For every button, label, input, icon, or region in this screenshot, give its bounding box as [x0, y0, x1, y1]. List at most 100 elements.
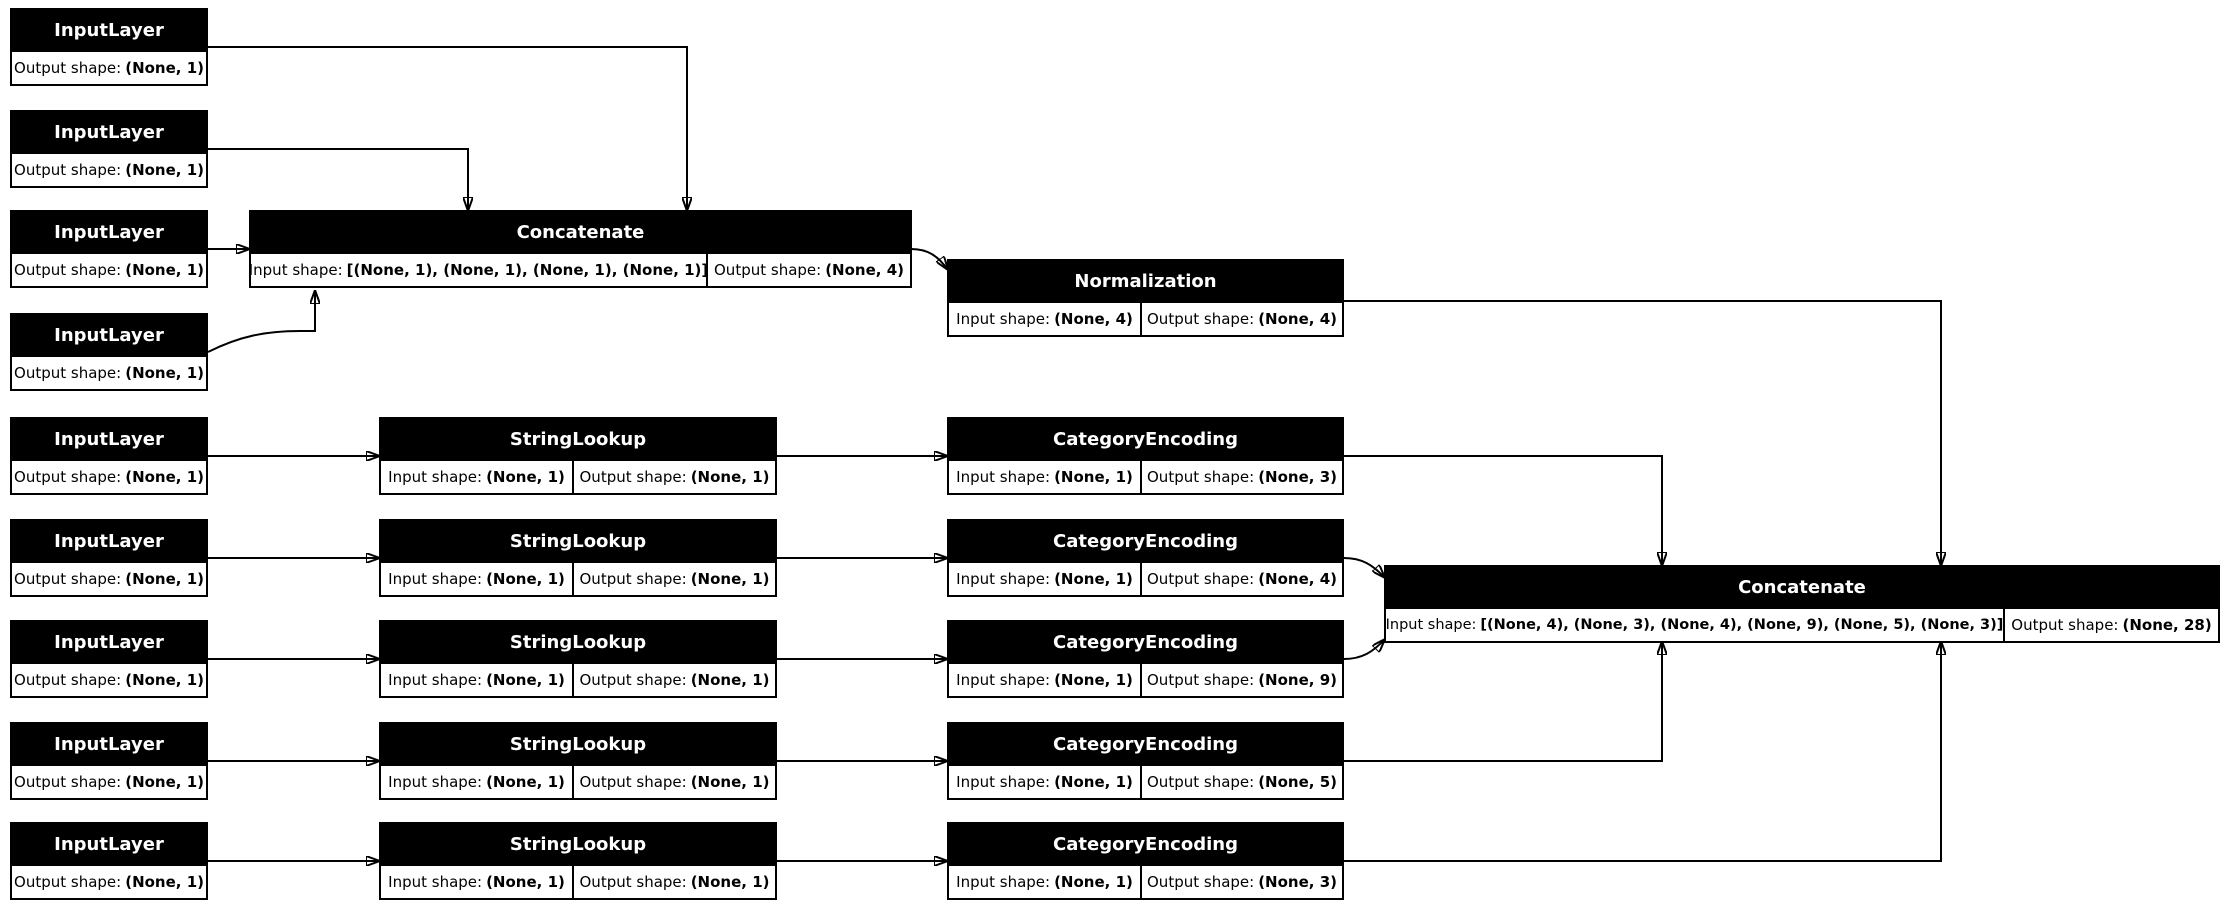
shape-label: Input shape:	[388, 671, 483, 689]
shape-label: Output shape:	[714, 261, 822, 279]
shape-value: (None, 1)	[690, 671, 770, 689]
output-shape-cell: Output shape:(None, 1)	[12, 357, 206, 389]
layer-shapes-row: Output shape:(None, 1)	[12, 459, 206, 493]
shape-value: (None, 1)	[1054, 468, 1133, 486]
shape-label: Output shape:	[14, 873, 122, 891]
output-shape-cell: Output shape:(None, 4)	[1140, 303, 1342, 335]
output-shape-cell: Output shape:(None, 1)	[12, 866, 206, 898]
layer-title: InputLayer	[12, 112, 206, 152]
shape-label: Input shape:	[956, 570, 1051, 588]
layer-shapes-row: Output shape:(None, 1)	[12, 561, 206, 595]
output-shape-cell: Output shape:(None, 1)	[12, 254, 206, 286]
layer-title: CategoryEncoding	[949, 724, 1342, 764]
shape-value: (None, 4)	[1054, 310, 1133, 328]
shape-label: Output shape:	[1147, 570, 1255, 588]
layer-shapes-row: Output shape:(None, 1)	[12, 662, 206, 696]
shape-label: Input shape:	[956, 873, 1051, 891]
shape-value: (None, 1)	[1054, 570, 1133, 588]
output-shape-cell: Output shape:(None, 1)	[12, 52, 206, 84]
layer-title: InputLayer	[12, 724, 206, 764]
layer-shapes-row: Output shape:(None, 1)	[12, 764, 206, 798]
shape-value: (None, 1)	[690, 570, 770, 588]
layer-node-catenc3: CategoryEncoding Input shape:(None, 1) O…	[947, 620, 1344, 698]
edge-catenc2-concat2	[1343, 557, 1385, 578]
shape-value: [(None, 4), (None, 3), (None, 4), (None,…	[1480, 617, 2003, 633]
layer-node-catenc1: CategoryEncoding Input shape:(None, 1) O…	[947, 417, 1344, 495]
edge-input2-concat1	[208, 148, 468, 211]
layer-title: Concatenate	[251, 212, 910, 252]
input-shape-cell: Input shape:[(None, 1), (None, 1), (None…	[251, 254, 706, 286]
shape-label: Output shape:	[1147, 310, 1255, 328]
shape-label: Input shape:	[251, 261, 343, 279]
layer-title: StringLookup	[381, 724, 775, 764]
layer-shapes-row: Input shape:(None, 1) Output shape:(None…	[949, 864, 1342, 898]
shape-label: Input shape:	[956, 773, 1051, 791]
layer-shapes-row: Input shape:(None, 1) Output shape:(None…	[949, 662, 1342, 696]
shape-value: (None, 1)	[125, 873, 204, 891]
output-shape-cell: Output shape:(None, 28)	[2003, 609, 2218, 641]
layer-shapes-row: Input shape:[(None, 1), (None, 1), (None…	[251, 252, 910, 286]
shape-label: Output shape:	[14, 161, 122, 179]
layer-shapes-row: Output shape:(None, 1)	[12, 864, 206, 898]
shape-label: Output shape:	[14, 773, 122, 791]
shape-value: (None, 1)	[690, 773, 770, 791]
layer-title: InputLayer	[12, 315, 206, 355]
layer-title: CategoryEncoding	[949, 521, 1342, 561]
output-shape-cell: Output shape:(None, 1)	[12, 664, 206, 696]
edge-concat1-norm1	[910, 248, 948, 270]
layer-node-lookup1: StringLookup Input shape:(None, 1) Outpu…	[379, 417, 777, 495]
layer-node-input8: InputLayer Output shape:(None, 1)	[10, 722, 208, 800]
shape-value: (None, 1)	[1054, 873, 1133, 891]
output-shape-cell: Output shape:(None, 1)	[12, 154, 206, 186]
layer-shapes-row: Input shape:(None, 4) Output shape:(None…	[949, 301, 1342, 335]
shape-value: (None, 1)	[125, 773, 204, 791]
shape-value: (None, 1)	[1054, 773, 1133, 791]
shape-value: (None, 1)	[486, 773, 565, 791]
edge-catenc1-concat2	[1344, 455, 1662, 566]
layer-title: StringLookup	[381, 622, 775, 662]
layer-node-input3: InputLayer Output shape:(None, 1)	[10, 210, 208, 288]
edge-input1-concat1	[208, 46, 687, 211]
shape-value: (None, 1)	[125, 671, 204, 689]
shape-value: (None, 1)	[486, 570, 565, 588]
shape-label: Input shape:	[1386, 617, 1477, 633]
layer-shapes-row: Output shape:(None, 1)	[12, 252, 206, 286]
shape-value: (None, 1)	[125, 468, 204, 486]
layer-title: CategoryEncoding	[949, 419, 1342, 459]
layer-node-input5: InputLayer Output shape:(None, 1)	[10, 417, 208, 495]
shape-value: (None, 1)	[486, 468, 565, 486]
shape-value: (None, 1)	[690, 873, 770, 891]
output-shape-cell: Output shape:(None, 4)	[1140, 563, 1342, 595]
shape-value: (None, 1)	[125, 364, 204, 382]
shape-label: Output shape:	[579, 773, 687, 791]
layer-title: InputLayer	[12, 212, 206, 252]
input-shape-cell: Input shape:(None, 1)	[381, 563, 572, 595]
shape-label: Output shape:	[1147, 671, 1255, 689]
shape-value: (None, 4)	[1258, 310, 1337, 328]
output-shape-cell: Output shape:(None, 5)	[1140, 766, 1342, 798]
shape-value: (None, 28)	[2122, 616, 2212, 634]
layer-node-lookup3: StringLookup Input shape:(None, 1) Outpu…	[379, 620, 777, 698]
output-shape-cell: Output shape:(None, 1)	[12, 461, 206, 493]
layer-node-input1: InputLayer Output shape:(None, 1)	[10, 8, 208, 86]
edge-norm1-concat2	[1344, 300, 1941, 566]
output-shape-cell: Output shape:(None, 1)	[12, 563, 206, 595]
shape-value: (None, 1)	[125, 161, 204, 179]
shape-label: Input shape:	[956, 671, 1051, 689]
shape-value: (None, 1)	[690, 468, 770, 486]
shape-label: Output shape:	[14, 364, 122, 382]
layer-title: InputLayer	[12, 622, 206, 662]
layer-node-input9: InputLayer Output shape:(None, 1)	[10, 822, 208, 900]
layer-shapes-row: Input shape:(None, 1) Output shape:(None…	[949, 764, 1342, 798]
shape-value: (None, 1)	[125, 570, 204, 588]
layer-node-catenc5: CategoryEncoding Input shape:(None, 1) O…	[947, 822, 1344, 900]
layer-title: StringLookup	[381, 824, 775, 864]
output-shape-cell: Output shape:(None, 3)	[1140, 866, 1342, 898]
layer-title: InputLayer	[12, 824, 206, 864]
input-shape-cell: Input shape:(None, 1)	[949, 563, 1140, 595]
shape-label: Output shape:	[14, 59, 122, 77]
shape-label: Output shape:	[2011, 616, 2119, 634]
shape-label: Input shape:	[388, 468, 483, 486]
layer-title: Normalization	[949, 261, 1342, 301]
shape-label: Input shape:	[956, 468, 1051, 486]
